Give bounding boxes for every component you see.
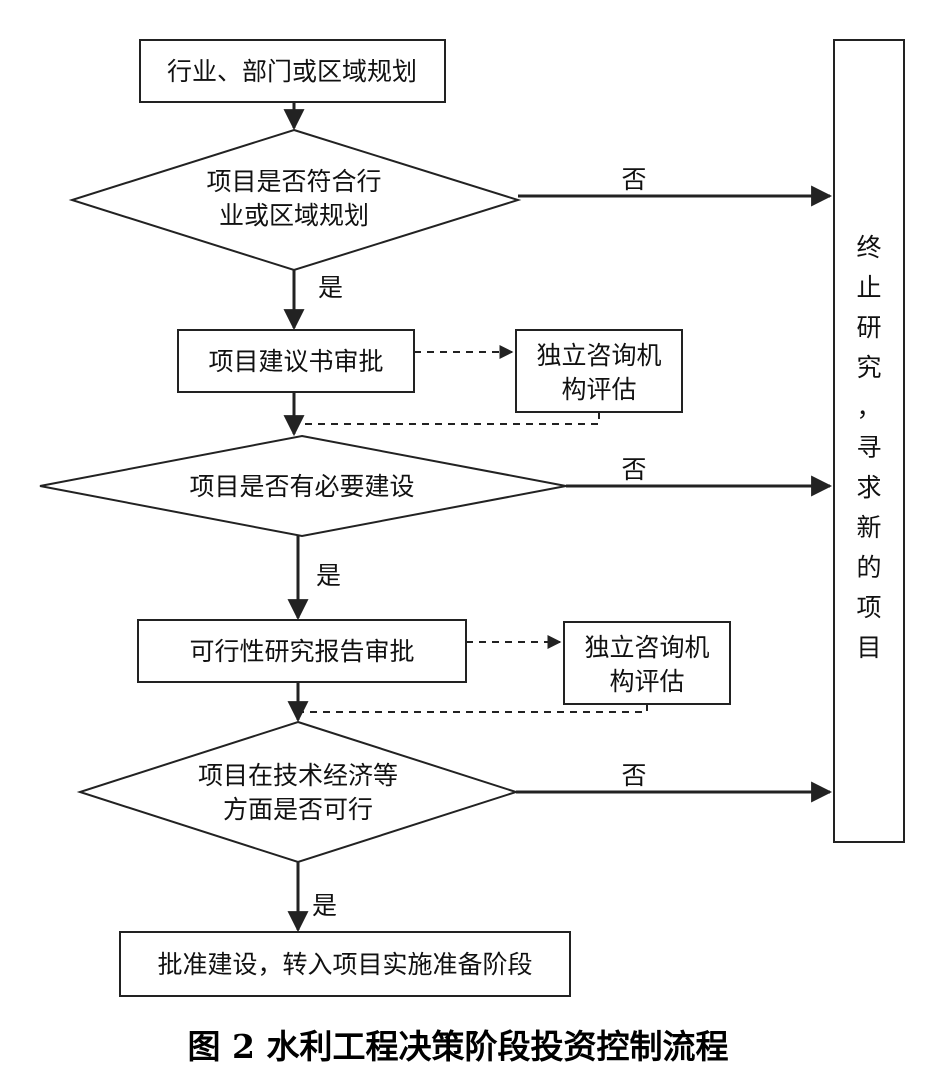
consult1-label-line2: 构评估 — [561, 375, 636, 404]
consult-node-2: 独立咨询机 构评估 — [563, 621, 731, 705]
approval1-label: 项目建议书审批 — [208, 347, 383, 376]
decision1-yes-label: 是 — [318, 273, 343, 302]
dashed-return-consult2 — [302, 704, 648, 713]
decision1-label-line2: 业或区域规划 — [219, 201, 369, 230]
consult2-label-line1: 独立咨询机 — [584, 633, 709, 662]
decision3-label-line1: 项目在技术经济等 — [198, 761, 398, 790]
decision3-label-line2: 方面是否可行 — [223, 795, 373, 824]
consult1-label-line1: 独立咨询机 — [536, 341, 661, 370]
decision-node-1: 项目是否符合行 业或区域规划 — [68, 128, 522, 272]
terminate-char-9: 的 — [856, 553, 881, 582]
terminate-node: 终 止 研 究 ， 寻 求 新 的 项 目 — [833, 39, 905, 843]
terminate-char-4: 究 — [856, 353, 881, 382]
decision3-yes-label: 是 — [312, 891, 337, 920]
approval-node-2: 可行性研究报告审批 — [137, 619, 467, 683]
consult-node-1: 独立咨询机 构评估 — [515, 329, 683, 413]
terminate-char-5: ， — [856, 393, 881, 422]
decision-node-3: 项目在技术经济等 方面是否可行 — [76, 720, 520, 864]
consult2-label-line2: 构评估 — [609, 667, 684, 696]
decision-node-2: 项目是否有必要建设 — [39, 434, 567, 538]
terminate-char-3: 研 — [856, 313, 881, 342]
terminate-char-2: 止 — [856, 273, 881, 302]
terminate-char-11: 目 — [856, 633, 881, 662]
decision2-no-label: 否 — [621, 455, 646, 484]
start-node: 行业、部门或区域规划 — [139, 39, 446, 103]
terminate-char-8: 新 — [856, 513, 881, 542]
final-node: 批准建设，转入项目实施准备阶段 — [119, 931, 571, 997]
terminate-char-1: 终 — [856, 233, 881, 262]
approval2-label: 可行性研究报告审批 — [189, 637, 414, 666]
terminate-char-7: 求 — [856, 473, 881, 502]
dashed-return-consult1 — [300, 412, 600, 425]
decision1-label-line1: 项目是否符合行 — [206, 167, 381, 196]
start-label: 行业、部门或区域规划 — [167, 57, 417, 86]
approval-node-1: 项目建议书审批 — [177, 329, 415, 393]
terminate-char-10: 项 — [856, 593, 881, 622]
final-label: 批准建设，转入项目实施准备阶段 — [157, 950, 532, 979]
decision2-yes-label: 是 — [316, 561, 341, 590]
figure-caption: 图 2 水利工程决策阶段投资控制流程 — [188, 1027, 729, 1066]
terminate-char-6: 寻 — [856, 433, 881, 462]
decision1-no-label: 否 — [621, 165, 646, 194]
decision3-no-label: 否 — [621, 761, 646, 790]
decision2-label: 项目是否有必要建设 — [189, 472, 414, 501]
